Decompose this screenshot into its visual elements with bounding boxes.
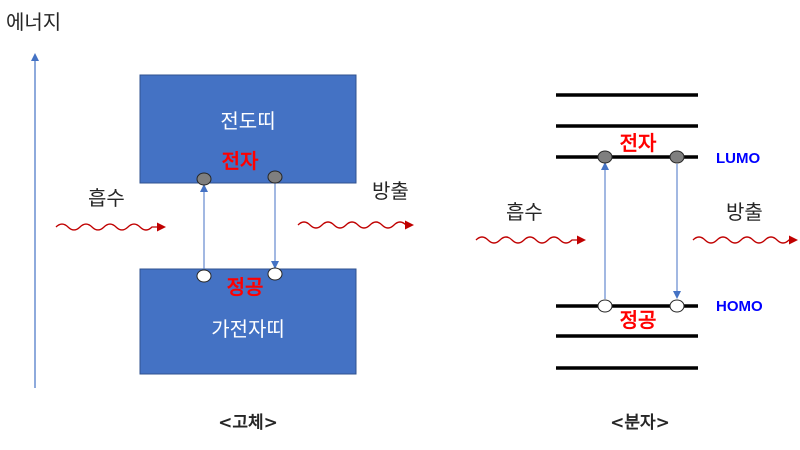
molecule-emission-label: 방출 bbox=[726, 200, 763, 224]
solid-electron-dot bbox=[196, 172, 212, 186]
molecule-hole-label: 정공 bbox=[620, 308, 657, 332]
solid-hole-dot bbox=[196, 269, 212, 283]
molecule-electron-dot bbox=[669, 150, 685, 164]
conduction-band bbox=[139, 74, 357, 184]
conduction-band-label: 전도띠 bbox=[220, 109, 275, 133]
lumo-label: LUMO bbox=[716, 150, 760, 167]
solid-hole-label: 정공 bbox=[227, 275, 264, 299]
molecule-caption: <분자> bbox=[610, 413, 670, 433]
solid-emission-wave bbox=[297, 220, 414, 230]
homo-label: HOMO bbox=[716, 298, 763, 315]
molecule-absorption-label: 흡수 bbox=[506, 200, 543, 224]
valence-band-label: 가전자띠 bbox=[211, 317, 285, 341]
solid-emission-label: 방출 bbox=[372, 179, 409, 203]
solid-caption: <고체> bbox=[218, 413, 278, 433]
solid-absorption-label: 흡수 bbox=[88, 186, 125, 210]
molecule-electron-dot bbox=[597, 150, 613, 164]
solid-absorption-wave bbox=[55, 222, 166, 232]
energy-axis-label: 에너지 bbox=[6, 10, 61, 34]
solid-hole-dot bbox=[267, 267, 283, 281]
solid-electron-label: 전자 bbox=[222, 149, 259, 173]
solid-electron-dot bbox=[267, 170, 283, 184]
molecule-electron-label: 전자 bbox=[620, 131, 657, 155]
molecule-emission-wave bbox=[692, 235, 798, 245]
molecule-hole-dot bbox=[669, 299, 685, 313]
molecule-absorption-wave bbox=[475, 235, 586, 245]
molecule-hole-dot bbox=[597, 299, 613, 313]
valence-band bbox=[139, 268, 357, 375]
